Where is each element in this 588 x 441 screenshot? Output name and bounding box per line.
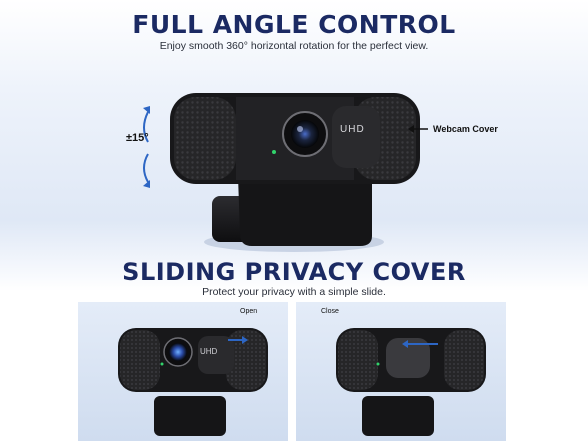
webcam-cover-callout: Webcam Cover bbox=[433, 124, 498, 134]
webcam-open-image: UHD bbox=[118, 328, 268, 436]
open-panel: UHD Open bbox=[78, 302, 288, 441]
close-label: Close bbox=[321, 308, 339, 315]
privacy-cover-title: SLIDING PRIVACY COVER bbox=[122, 258, 466, 286]
uhd-badge: UHD bbox=[340, 124, 365, 135]
main-webcam-image bbox=[143, 93, 428, 252]
privacy-cover-subtitle: Protect your privacy with a simple slide… bbox=[202, 286, 386, 298]
full-angle-subtitle: Enjoy smooth 360° horizontal rotation fo… bbox=[159, 40, 429, 52]
tilt-angle-label: ±15° bbox=[126, 132, 149, 144]
full-angle-title: FULL ANGLE CONTROL bbox=[132, 10, 456, 39]
webcam-closed-image bbox=[336, 328, 486, 436]
open-label: Open bbox=[240, 308, 258, 315]
close-panel: Close bbox=[296, 302, 506, 441]
uhd-badge-open: UHD bbox=[200, 347, 218, 356]
